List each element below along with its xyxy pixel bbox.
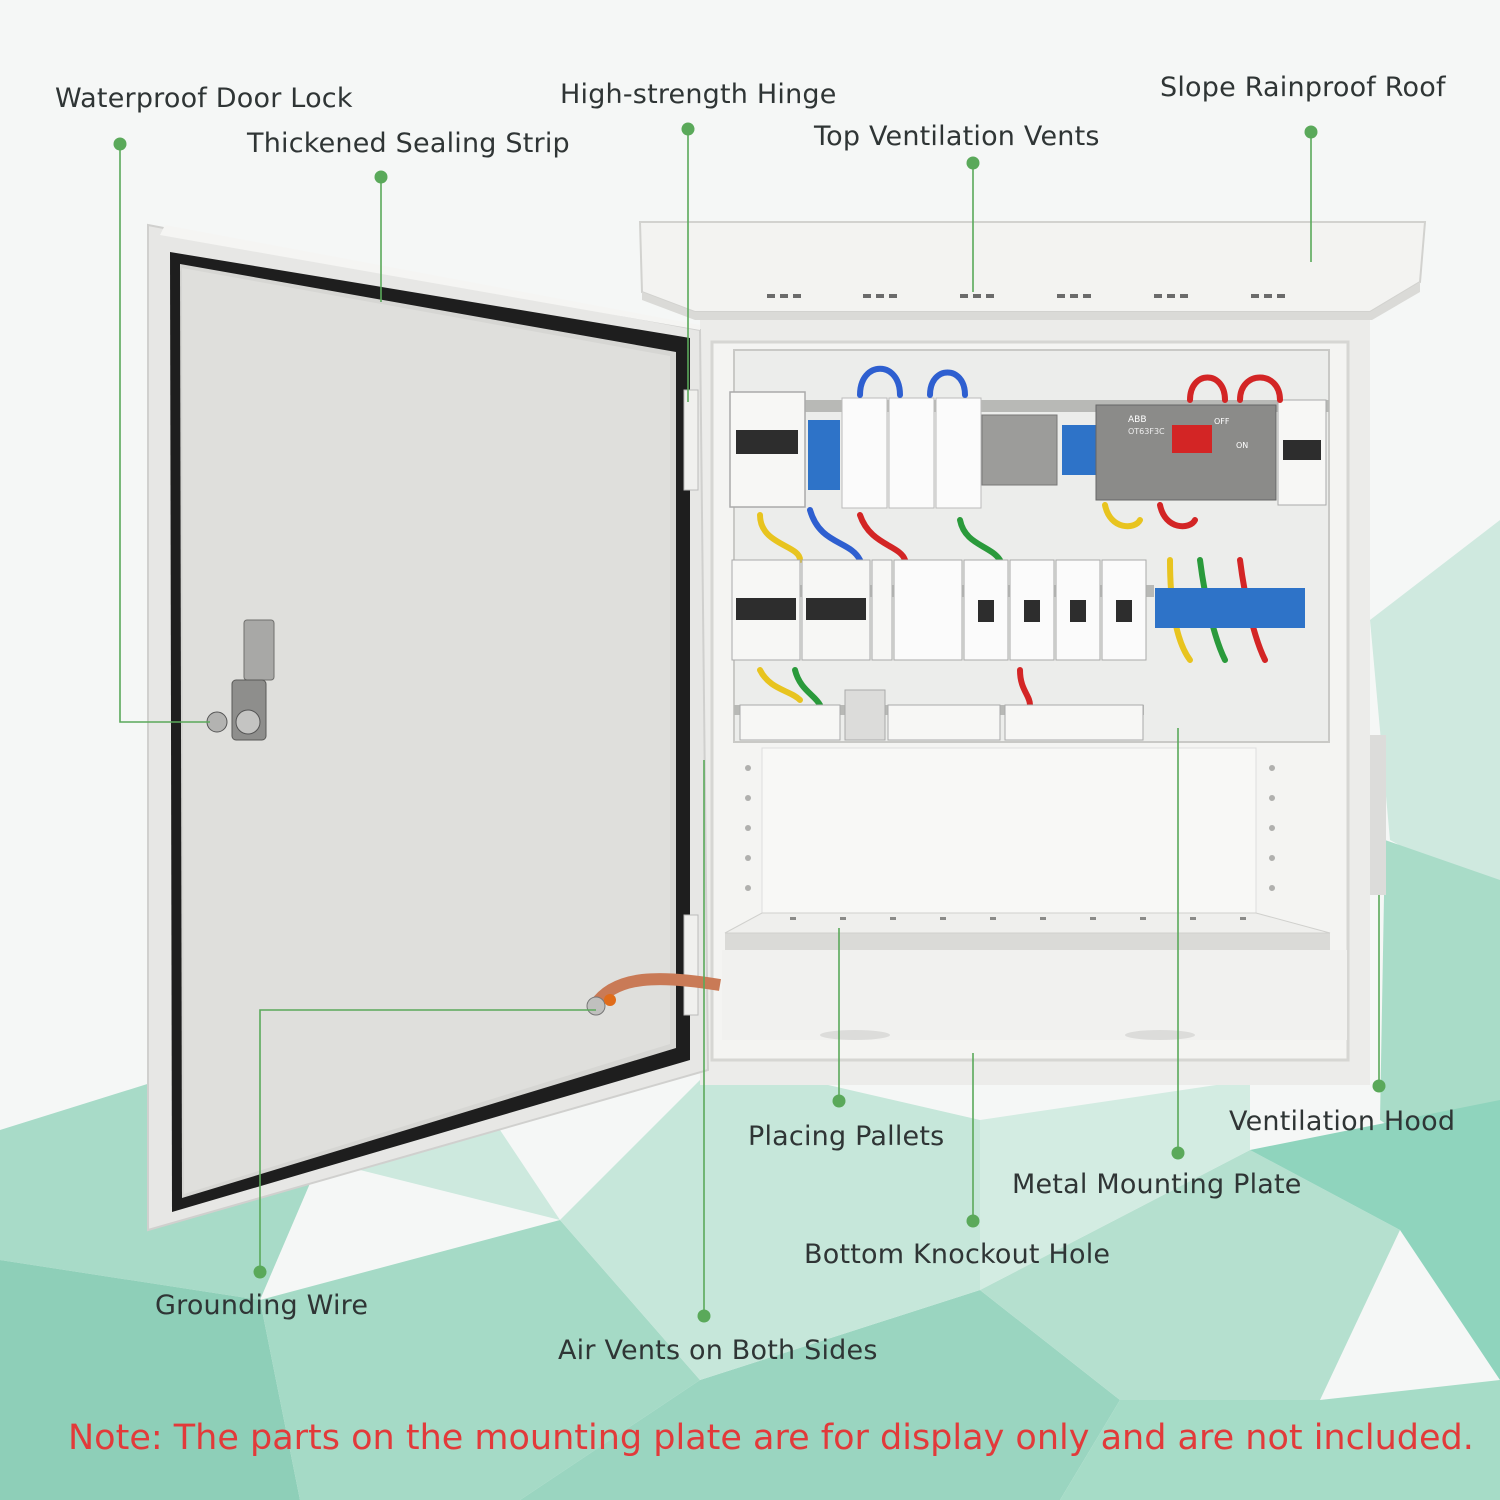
door-lock-shape — [206, 619, 275, 741]
svg-text:OT63F3C: OT63F3C — [1128, 427, 1165, 436]
cabinet-body: ABB OT63F3C OFF ON — [638, 221, 1427, 1085]
svg-text:ABB: ABB — [1128, 415, 1147, 425]
label-slope-rainproof-roof: Slope Rainproof Roof — [1160, 72, 1446, 103]
ventilation-hood-shape — [1370, 735, 1386, 895]
rainproof-roof-shape — [638, 221, 1427, 313]
breaker-row-middle — [731, 559, 1305, 661]
label-metal-mounting-plate: Metal Mounting Plate — [1012, 1169, 1302, 1200]
display-only-note: Note: The parts on the mounting plate ar… — [68, 1418, 1474, 1458]
label-ventilation-hood: Ventilation Hood — [1229, 1106, 1456, 1137]
pallet-shape — [725, 933, 1330, 950]
callout-dots — [113, 122, 1386, 1323]
label-waterproof-door-lock: Waterproof Door Lock — [55, 83, 353, 114]
door-shape — [147, 223, 721, 1232]
breaker-row-top: ABB OT63F3C OFF ON — [729, 391, 1327, 509]
label-bottom-knockout-hole: Bottom Knockout Hole — [804, 1239, 1111, 1270]
grounding-wire-shape — [586, 973, 721, 1016]
top-vents-shape — [767, 294, 1285, 298]
label-grounding-wire: Grounding Wire — [155, 1290, 369, 1321]
label-high-strength-hinge: High-strength Hinge — [560, 79, 837, 110]
label-air-vents-on-both-sides: Air Vents on Both Sides — [558, 1335, 878, 1366]
label-placing-pallets: Placing Pallets — [748, 1121, 945, 1152]
terminal-row-bottom — [739, 689, 1144, 741]
svg-text:ON: ON — [1236, 441, 1248, 450]
label-top-ventilation-vents: Top Ventilation Vents — [814, 121, 1100, 152]
label-thickened-sealing-strip: Thickened Sealing Strip — [247, 128, 570, 159]
svg-text:OFF: OFF — [1214, 417, 1230, 426]
callout-lines — [119, 129, 1380, 1316]
